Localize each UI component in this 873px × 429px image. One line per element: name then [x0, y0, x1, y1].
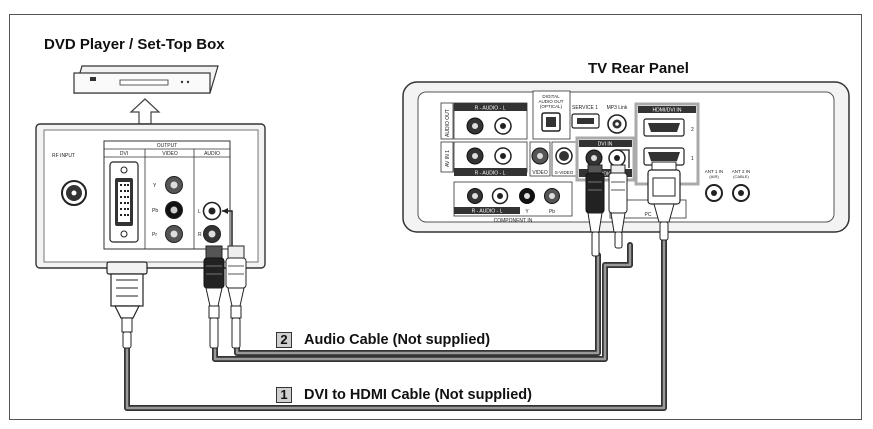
dvd-player-icon	[73, 65, 219, 94]
tv-digital-audio-out: DIGITAL AUDIO OUT (OPTICAL)	[532, 90, 571, 140]
digital-audio-label-3: (OPTICAL)	[540, 104, 563, 109]
tv-mp3-link: MP3 Link	[607, 105, 628, 134]
cable-1-label: DVI to HDMI Cable (Not supplied)	[304, 387, 532, 403]
tv-audio-plug-left-icon	[608, 164, 628, 249]
tv-hdmi-plug-icon	[647, 161, 681, 241]
component-pb-label: Pb	[549, 209, 555, 215]
tv-component-in: R - AUDIO - L Y Pb COMPONENT IN	[453, 181, 573, 224]
pr-label: Pr	[152, 232, 157, 238]
component-audio-label: R - AUDIO - L	[472, 209, 503, 215]
mp3-link-label: MP3 Link	[607, 105, 628, 111]
pb-label: Pb	[152, 208, 158, 214]
tv-audio-arrow-icon	[617, 149, 630, 168]
audio-plug-right-icon	[203, 245, 225, 349]
tv-hdmi-dvi-in: HDMI/DVI IN 2 1	[634, 102, 700, 186]
av-video-label: VIDEO	[532, 170, 548, 176]
ant2-sub-label: (CABLE)	[733, 174, 749, 179]
dvi-label: DVI	[120, 151, 128, 157]
audio-r-label: R	[198, 232, 202, 238]
component-in-label: COMPONENT IN	[494, 218, 533, 224]
connection-arrow-icon	[129, 98, 161, 125]
digital-audio-label-2: AUDIO OUT	[538, 99, 563, 104]
audio-out-jack-label: R - AUDIO - L	[475, 106, 506, 112]
audio-cable	[212, 242, 633, 362]
pc-label: PC	[645, 212, 652, 218]
tv-av-in: AV IN 1 R - AUDIO - L VIDEO S-VIDEO	[440, 141, 577, 177]
hdmi-2-label: 2	[691, 127, 694, 133]
rf-input-label: RF INPUT	[52, 153, 75, 159]
rf-input-jack	[61, 180, 87, 206]
cable-2-label: Audio Cable (Not supplied)	[304, 332, 491, 348]
audio-label: AUDIO	[204, 151, 220, 157]
s-video-label: S-VIDEO	[555, 170, 574, 175]
tv-rear-panel: R - AUDIO - L AUDIO OUT DIGITAL AUDIO OU…	[402, 81, 850, 233]
tv-panel-heading: TV Rear Panel	[588, 60, 689, 77]
cable-2-number: 2	[276, 332, 292, 348]
audio-l-label: L	[198, 209, 201, 215]
video-label: VIDEO	[162, 151, 178, 157]
component-pr-jack	[165, 225, 183, 243]
cable-1-number: 1	[276, 387, 292, 403]
digital-audio-label-1: DIGITAL	[542, 94, 560, 99]
ant1-sub-label: (AIR)	[709, 174, 719, 179]
dvi-in-label: DVI IN	[598, 142, 613, 148]
tv-antenna-ports: ANT 1 IN (AIR) ANT 2 IN (CABLE)	[705, 169, 750, 202]
service-label: SERVICE 1	[572, 105, 598, 111]
component-pb-jack	[165, 201, 183, 219]
source-device-heading: DVD Player / Set-Top Box	[44, 36, 225, 53]
y-label: Y	[153, 183, 157, 189]
source-rear-panel: RF INPUT OUTPUT DVI VIDEO AUDIO	[35, 123, 266, 269]
audio-r-jack	[203, 225, 221, 243]
component-y-jack	[165, 176, 183, 194]
tv-audio-plug-right-icon	[585, 164, 605, 257]
dvi-plug-icon	[106, 261, 148, 349]
av-in-audio-label: R - AUDIO - L	[475, 171, 506, 177]
hdmi-1-label: 1	[691, 156, 694, 162]
tv-audio-out: R - AUDIO - L AUDIO OUT	[440, 102, 528, 140]
dvi-hdmi-cable	[124, 237, 667, 411]
dvi-output-connector	[109, 161, 139, 243]
component-y-label: Y	[525, 209, 529, 215]
output-label: OUTPUT	[157, 143, 178, 149]
audio-out-label: AUDIO OUT	[445, 109, 451, 137]
av-in-label: AV IN 1	[445, 150, 451, 167]
dvi-in-audio-label: L - AUDIO - R	[590, 172, 621, 178]
audio-plug-left-icon	[225, 245, 247, 349]
ant2-label: ANT 2 IN	[732, 169, 750, 174]
hdmi-dvi-in-label: HDMI/DVI IN	[653, 108, 682, 114]
tv-service-port: SERVICE 1	[571, 105, 600, 129]
ant1-label: ANT 1 IN	[705, 169, 723, 174]
audio-l-jack	[202, 201, 222, 221]
